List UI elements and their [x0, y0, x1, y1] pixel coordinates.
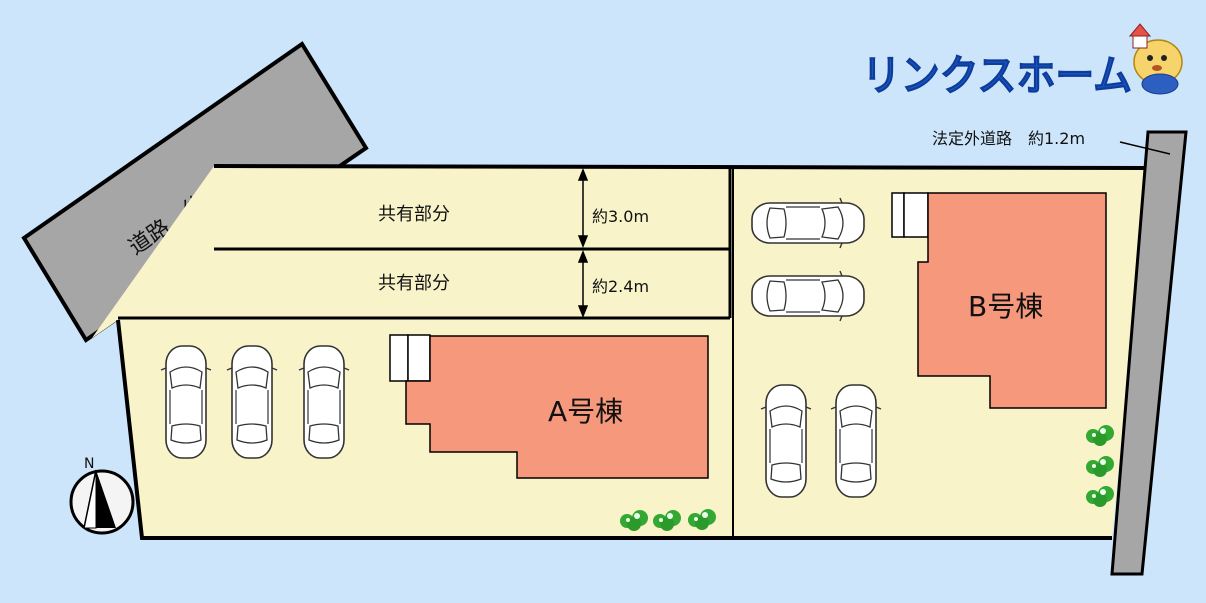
dim-arrow-1 — [577, 167, 589, 249]
building-a — [405, 335, 709, 479]
lot-border-top — [213, 164, 1149, 170]
car-b-v-1 — [760, 384, 812, 498]
building-b-porch-1 — [891, 192, 905, 238]
road-side-label: 法定外道路 約1.2m — [932, 129, 1085, 148]
shared-2-width: 約2.4m — [592, 277, 649, 296]
road-main — [21, 41, 369, 343]
building-b-label: B号棟 — [968, 290, 1043, 323]
building-a-label: A号棟 — [548, 395, 623, 428]
car-a-3 — [298, 345, 350, 459]
shared-2-label: 共有部分 — [378, 273, 450, 294]
road-side-leader — [1119, 141, 1171, 155]
car-a-1 — [160, 345, 212, 459]
car-a-2 — [226, 345, 278, 459]
building-a-porch-2 — [407, 334, 431, 382]
logo-text: リンクスホーム — [862, 51, 1132, 100]
lot-border-left — [116, 319, 1112, 540]
dim-arrow-2 — [577, 249, 589, 319]
car-b-v-2 — [830, 384, 882, 498]
car-b-h-1 — [752, 198, 864, 248]
compass-label: N — [84, 456, 94, 472]
logo: リンクスホーム — [862, 23, 1183, 101]
mascot-icon — [1128, 23, 1183, 95]
compass-needle-icon — [96, 470, 116, 528]
building-b — [917, 192, 1107, 409]
road-side — [1110, 130, 1188, 576]
building-b-porch-2 — [903, 192, 929, 238]
building-a-porch-1 — [389, 334, 409, 382]
compass: N — [69, 456, 135, 535]
car-b-h-2 — [752, 271, 864, 321]
shared-1-width: 約3.0m — [592, 207, 649, 226]
shared-1-label: 共有部分 — [378, 204, 450, 225]
